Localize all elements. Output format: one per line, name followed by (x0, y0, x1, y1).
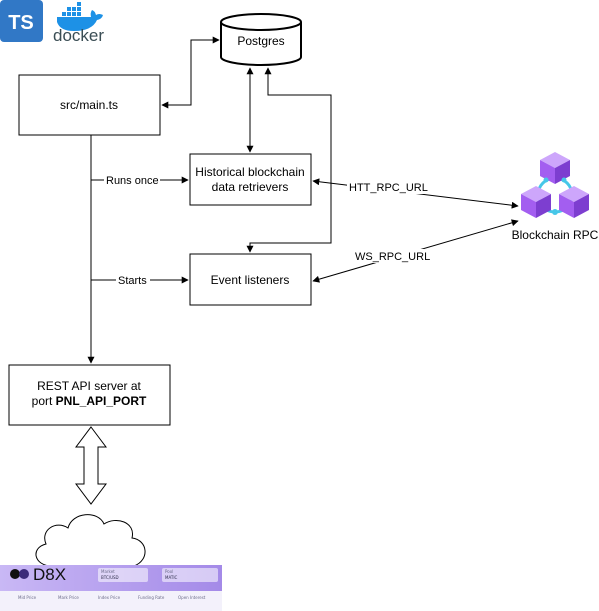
svg-text:port PNL_API_PORT: port PNL_API_PORT (32, 394, 147, 408)
typescript-logo: TS (0, 0, 43, 42)
svg-text:D8X: D8X (33, 565, 66, 584)
main-ts-box: src/main.ts (18, 74, 161, 136)
svg-text:Open Interest: Open Interest (178, 595, 206, 600)
edge-main-postgres (161, 36, 220, 109)
blockchain-rpc-icon (521, 152, 589, 218)
edge-events-postgres (246, 67, 332, 253)
svg-text:Pool: Pool (165, 569, 173, 574)
svg-text:TS: TS (8, 12, 34, 34)
bidirectional-block-arrow (75, 426, 107, 505)
svg-text:REST API server at: REST API server at (37, 379, 141, 393)
svg-text:docker: docker (53, 26, 104, 45)
docker-logo: docker (53, 2, 104, 45)
label-starts: Starts (118, 275, 147, 287)
d8x-logo: D8X (10, 565, 66, 584)
rest-api-server-box: REST API server at port PNL_API_PORT (8, 364, 171, 426)
historical-retrievers-box: Historical blockchain data retrievers (189, 153, 312, 206)
svg-text:Postgres: Postgres (237, 34, 284, 48)
d8x-app-preview: D8X Market BTC/USD Pool MATIC Mid Price … (0, 565, 222, 611)
svg-text:Historical blockchain: Historical blockchain (195, 165, 304, 179)
svg-text:BTC/USD: BTC/USD (101, 575, 119, 580)
svg-text:Funding Rate: Funding Rate (138, 595, 165, 600)
svg-text:src/main.ts: src/main.ts (60, 98, 118, 112)
postgres-database: Postgres (220, 13, 302, 66)
docker-whale-icon (57, 2, 103, 31)
event-listeners-box: Event listeners (189, 253, 312, 306)
svg-text:Index Price: Index Price (98, 595, 121, 600)
d8x-stats-row: Mid Price Mark Price Index Price Funding… (18, 595, 206, 600)
d8x-pool-field: Pool MATIC (162, 568, 218, 582)
label-ws-rpc-url: WS_RPC_URL (355, 251, 430, 263)
svg-text:Event listeners: Event listeners (211, 273, 290, 287)
svg-text:data retrievers: data retrievers (212, 180, 289, 194)
svg-text:Market: Market (101, 569, 115, 574)
d8x-market-field: Market BTC/USD (98, 568, 148, 582)
label-http-rpc-url: HTT_RPC_URL (349, 182, 428, 194)
svg-text:MATIC: MATIC (165, 575, 178, 580)
cloud-icon (35, 514, 146, 567)
blockchain-rpc-label: Blockchain RPC (512, 228, 599, 242)
label-runs-once: Runs once (106, 175, 159, 187)
svg-text:Mark Price: Mark Price (58, 595, 79, 600)
svg-text:Mid Price: Mid Price (18, 595, 37, 600)
